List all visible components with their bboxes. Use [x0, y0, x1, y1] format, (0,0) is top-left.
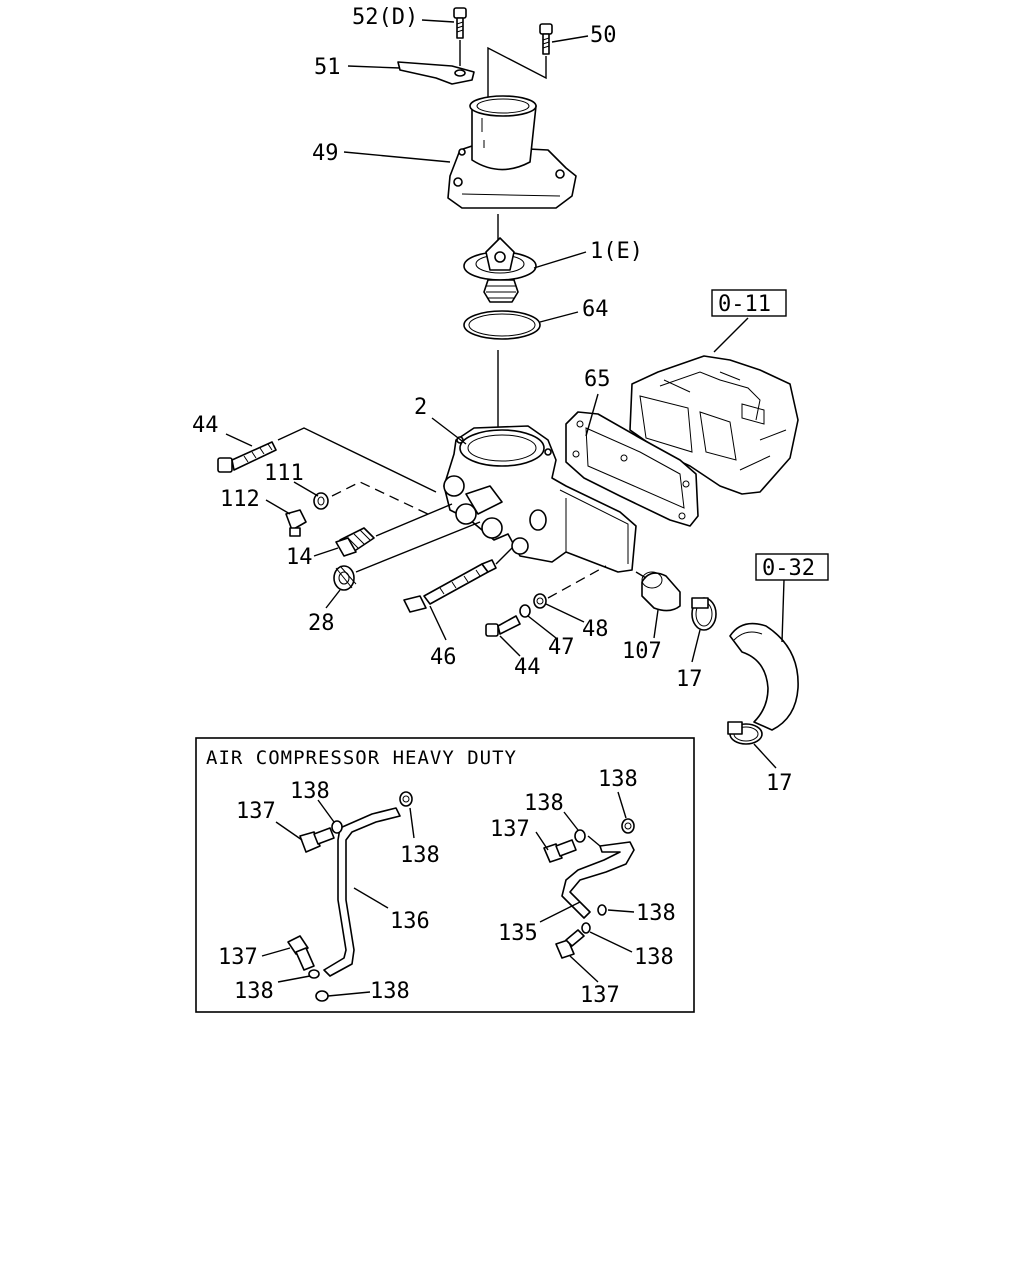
pipe-136 — [323, 807, 401, 977]
sensor-14 — [335, 527, 375, 557]
stud-bolt-46 — [403, 559, 497, 613]
washer-138-right-b — [621, 818, 635, 834]
hose-clamp-17-lower — [727, 721, 763, 745]
label-1e: 1(E) — [590, 239, 643, 264]
label-112: 112 — [220, 487, 260, 512]
label-138-right-b: 138 — [524, 791, 564, 816]
washer-138-left-d — [315, 990, 329, 1002]
o-ring-64 — [463, 310, 541, 340]
label-64: 64 — [582, 297, 609, 322]
washer-138-left-a — [331, 820, 343, 834]
label-ref-0-11: 0-11 — [718, 292, 771, 317]
thermostat-1e — [463, 237, 537, 303]
bracket-51 — [397, 61, 475, 85]
label-138-right-c: 138 — [636, 901, 676, 926]
hose-clamp-17-upper — [691, 597, 717, 631]
label-44-lower: 44 — [514, 655, 541, 680]
bolt-52d — [453, 7, 467, 39]
label-107: 107 — [622, 639, 662, 664]
bolt-44-lower — [485, 615, 521, 637]
sleeve-28 — [333, 565, 357, 591]
ref-box-0-32 — [755, 553, 829, 581]
banjo-bolt-137-left-upper — [299, 827, 335, 853]
label-65: 65 — [584, 367, 611, 392]
thermostat-housing-49 — [447, 95, 577, 209]
banjo-bolt-137-right-lower — [555, 929, 585, 959]
label-136: 136 — [390, 909, 430, 934]
label-ref-0-32: 0-32 — [762, 556, 815, 581]
label-44-upper: 44 — [192, 413, 219, 438]
ref-box-0-11 — [711, 289, 787, 317]
washer-48 — [533, 593, 547, 609]
label-135: 135 — [498, 921, 538, 946]
label-50: 50 — [590, 23, 617, 48]
label-14: 14 — [286, 545, 313, 570]
inset-air-compressor: AIR COMPRESSOR HEAVY DUTY — [195, 737, 695, 1013]
label-49: 49 — [312, 141, 339, 166]
label-138-right-d: 138 — [634, 945, 674, 970]
cap-107 — [641, 571, 681, 612]
bolt-44-upper — [217, 441, 277, 473]
pipe-135 — [561, 841, 635, 919]
label-17-upper: 17 — [676, 667, 703, 692]
washer-138-left-c — [308, 969, 320, 979]
label-138-right-a: 138 — [598, 767, 638, 792]
label-48: 48 — [582, 617, 609, 642]
bolt-50 — [539, 23, 553, 55]
gasket-65 — [565, 411, 699, 527]
banjo-bolt-137-right-upper — [543, 839, 577, 863]
label-47: 47 — [548, 635, 575, 660]
label-137-left-lower: 137 — [218, 945, 258, 970]
washer-138-right-d — [581, 922, 591, 934]
water-outlet-body-2 — [443, 425, 637, 573]
label-138-left-c: 138 — [234, 979, 274, 1004]
label-111: 111 — [264, 461, 304, 486]
label-2: 2 — [414, 395, 427, 420]
label-137-right-lower: 137 — [580, 983, 620, 1008]
washer-111 — [313, 492, 329, 510]
banjo-bolt-137-left-lower — [287, 935, 315, 971]
washer-138-left-b — [399, 791, 413, 807]
label-138-left-a: 138 — [290, 779, 330, 804]
washer-138-right-a — [574, 829, 586, 843]
label-138-left-b: 138 — [400, 843, 440, 868]
engine-block-ref — [629, 355, 799, 495]
plug-112 — [285, 509, 307, 537]
water-hose-ref — [729, 622, 799, 731]
label-52d: 52(D) — [352, 5, 418, 30]
label-137-right-upper: 137 — [490, 817, 530, 842]
label-138-left-d: 138 — [370, 979, 410, 1004]
inset-title: AIR COMPRESSOR HEAVY DUTY — [206, 747, 517, 769]
washer-47 — [519, 604, 531, 618]
label-137-left-upper: 137 — [236, 799, 276, 824]
washer-138-right-c — [597, 904, 607, 916]
label-28: 28 — [308, 611, 335, 636]
label-51: 51 — [314, 55, 341, 80]
label-17-lower: 17 — [766, 771, 793, 796]
label-46: 46 — [430, 645, 457, 670]
